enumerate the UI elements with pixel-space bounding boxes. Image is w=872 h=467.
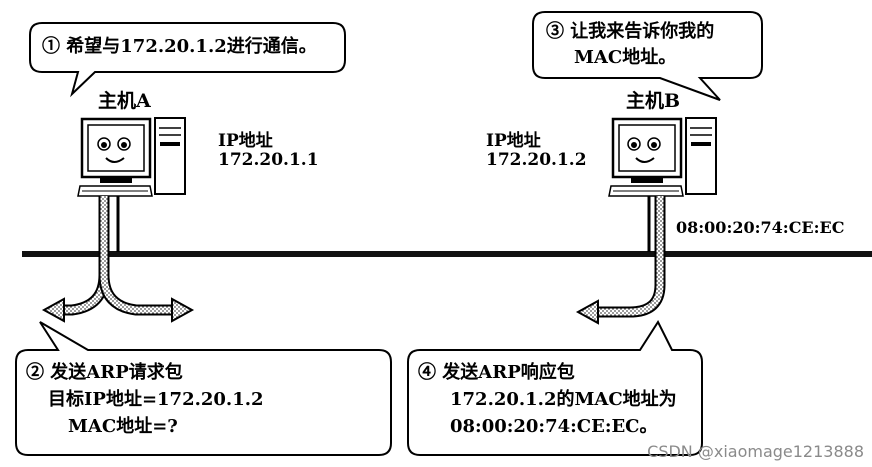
arp-request-broadcast-arrow xyxy=(41,196,195,323)
bubble-4-line-3: 08:00:20:74:CE:EC。 xyxy=(450,416,658,437)
bubble-4-line-2: 172.20.1.2的MAC地址为 xyxy=(450,389,677,410)
bubble-2-line-1: ② 发送ARP请求包 xyxy=(26,362,183,383)
host-a-ip: 172.20.1.1 xyxy=(218,150,319,170)
bubble-3-line-2: MAC地址。 xyxy=(574,47,677,68)
speech-bubble-4 xyxy=(407,319,703,456)
host-a-name: 主机A xyxy=(98,90,151,112)
host-b-computer-icon xyxy=(608,117,717,252)
bubble-2-line-2: 目标IP地址=172.20.1.2 xyxy=(48,389,264,410)
speech-bubble-2 xyxy=(15,321,392,456)
watermark-text: CSDN @xiaomage1213888 xyxy=(647,442,864,461)
speech-bubble-3 xyxy=(532,11,763,101)
bubble-1-text: ① 希望与172.20.1.2进行通信。 xyxy=(42,36,317,57)
host-b-ip-label: IP地址 xyxy=(486,131,541,151)
network-cable xyxy=(22,251,872,257)
arp-reply-arrow xyxy=(575,196,666,325)
host-b-ip: 172.20.1.2 xyxy=(486,150,587,170)
bubble-4-line-1: ④ 发送ARP响应包 xyxy=(418,362,575,383)
speech-bubble-1 xyxy=(29,22,346,98)
bubble-2-line-3: MAC地址=? xyxy=(68,416,178,437)
host-a-ip-label: IP地址 xyxy=(218,131,273,151)
host-b-name: 主机B xyxy=(626,90,681,112)
bubble-3-line-1: ③ 让我来告诉你我的 xyxy=(546,21,715,42)
host-a-computer-icon xyxy=(77,117,186,252)
host-b-mac: 08:00:20:74:CE:EC xyxy=(676,218,845,237)
